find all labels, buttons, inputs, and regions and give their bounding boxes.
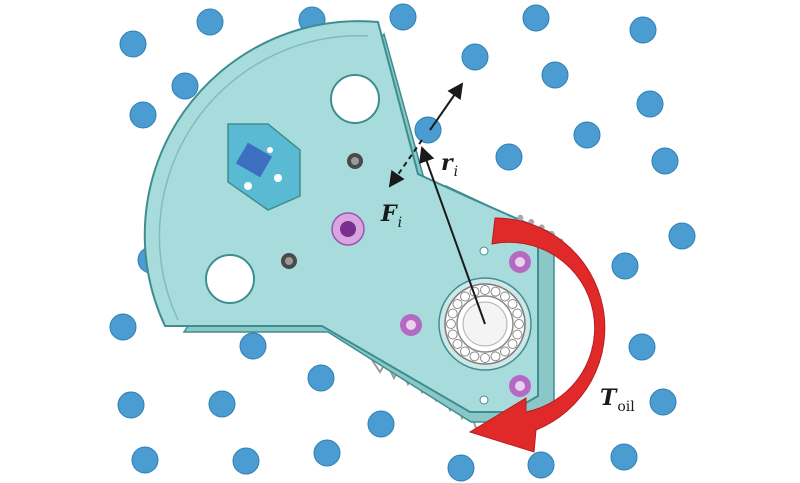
oil-droplet-icon — [171, 72, 199, 100]
plate-holes — [205, 74, 489, 405]
radius-vector — [419, 146, 486, 325]
oil-droplet-icon — [367, 410, 395, 438]
radius-label: ri — [441, 150, 459, 180]
oil-droplet-icon — [461, 43, 489, 71]
oil-droplet-icon — [649, 388, 677, 416]
oil-droplet-icon — [117, 391, 145, 419]
torque-label: Toil — [600, 385, 635, 415]
oil-droplet-icon — [447, 454, 475, 482]
oil-droplet-icon — [611, 252, 639, 280]
oil-droplet-icon — [636, 90, 664, 118]
oil-droplet-icon — [495, 143, 523, 171]
oil-droplet-icon — [196, 8, 224, 36]
oil-droplet-icon — [651, 147, 679, 175]
oil-droplet-icon — [629, 16, 657, 44]
bolt-icon — [281, 153, 363, 269]
oil-droplet-icon — [239, 332, 267, 360]
outward-arrow — [429, 82, 464, 131]
oil-droplet-icon — [389, 3, 417, 31]
oil-droplet-icon — [610, 443, 638, 471]
oil-droplet-icon — [307, 364, 335, 392]
oil-droplet-icon — [129, 101, 157, 129]
oil-droplet-icon — [313, 439, 341, 467]
oil-droplet-icon — [573, 121, 601, 149]
oil-droplet-icon — [541, 61, 569, 89]
oil-droplet-icon — [668, 222, 696, 250]
oil-droplet-icon — [527, 451, 555, 479]
oil-droplet-icon — [131, 446, 159, 474]
force-label: Fi — [381, 201, 403, 231]
force-vector — [388, 139, 423, 188]
torque-arrow-icon — [468, 217, 606, 453]
chip-icon — [227, 123, 301, 211]
oil-droplet-icon — [109, 313, 137, 341]
oil-droplet-icon — [628, 333, 656, 361]
oil-droplet-icon — [208, 390, 236, 418]
oil-droplet-icon — [119, 30, 147, 58]
oil-droplet-icon — [232, 447, 260, 475]
purple-bolts — [331, 212, 531, 397]
oil-droplet-icon — [522, 4, 550, 32]
